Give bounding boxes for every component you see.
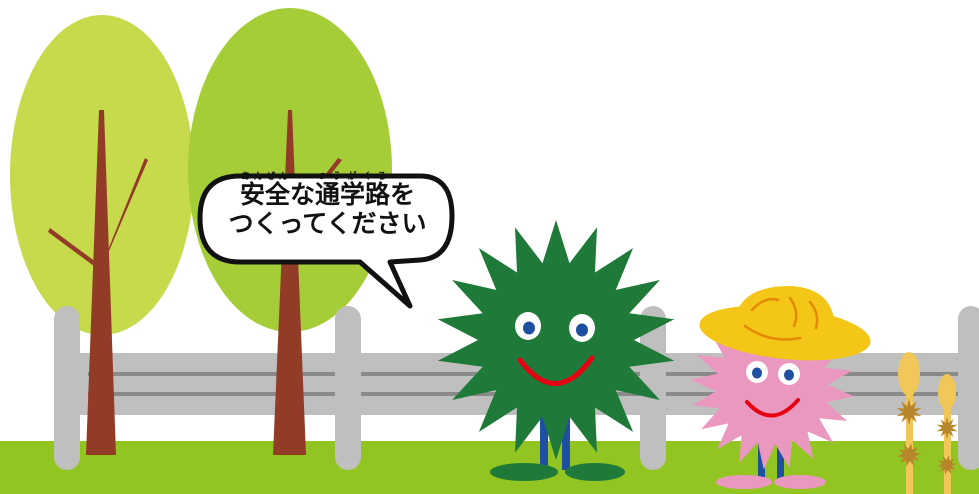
grass-ground — [0, 441, 979, 494]
speech-line-1: 安全あんぜんな通学路つうがくろを — [205, 172, 450, 207]
straw-hat-icon — [699, 286, 871, 361]
particle-wo: を — [390, 180, 416, 209]
left-tree-trunk — [48, 110, 148, 455]
word-tsugakuro: 通学路つうがくろ — [315, 172, 391, 209]
speech-line-2: つくってください — [228, 209, 427, 238]
green-spiky-character-icon — [437, 220, 675, 481]
word-anzen: 安全あんぜん — [239, 172, 290, 209]
sprout-icon — [896, 352, 958, 494]
speech-bubble-text: 安全あんぜんな通学路つうがくろを つくってください — [205, 172, 450, 236]
speech-bubble-icon — [197, 173, 455, 309]
fence-posts — [54, 306, 979, 470]
particle-na: な — [289, 180, 315, 209]
